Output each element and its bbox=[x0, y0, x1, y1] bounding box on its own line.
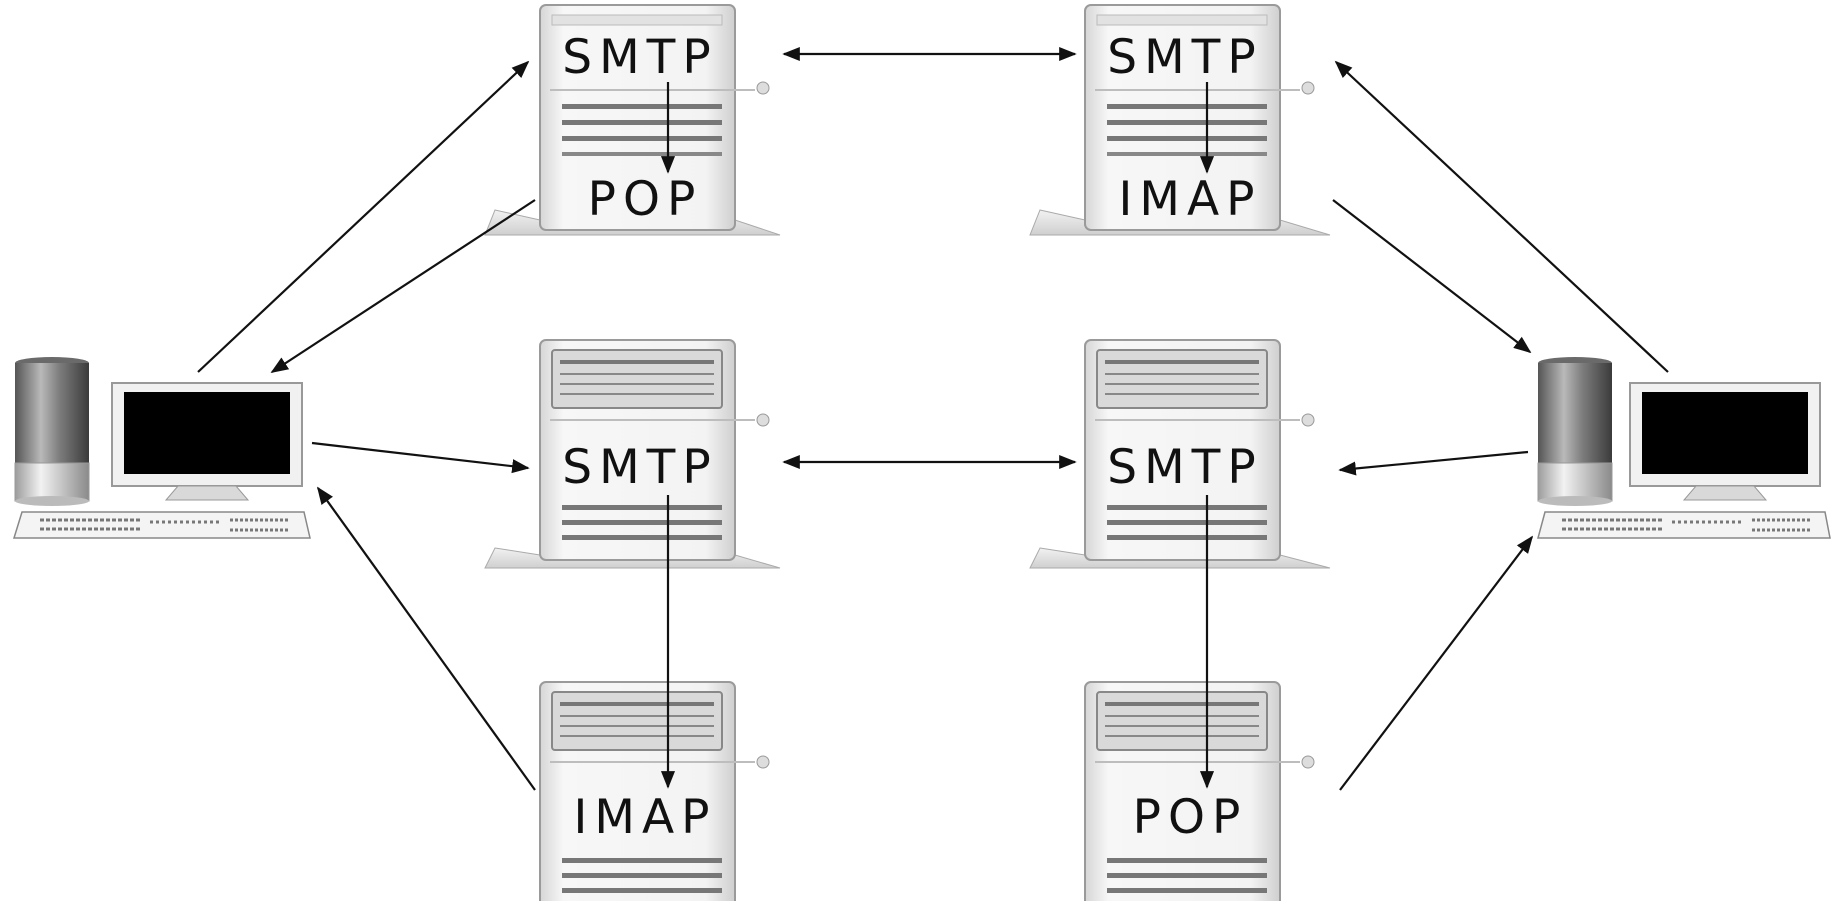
server-tower-icon bbox=[484, 339, 781, 569]
arrow-client-right-to-top-smtp bbox=[1334, 60, 1669, 373]
server-tower-icon bbox=[539, 681, 770, 906]
desktop-computer-icon bbox=[12, 357, 311, 539]
server-top-left bbox=[484, 4, 781, 236]
arrow-client-right-to-mid-smtp bbox=[1338, 450, 1529, 476]
server-tower-icon bbox=[1029, 4, 1331, 236]
client-left bbox=[12, 357, 311, 539]
server-bottom-right bbox=[1084, 681, 1315, 906]
server-tower-icon bbox=[1084, 681, 1315, 906]
server-tower-icon bbox=[1029, 339, 1331, 569]
server-bottom-left bbox=[539, 681, 770, 906]
arrow-top-pop-to-client-left bbox=[270, 199, 536, 373]
server-mid-right bbox=[1029, 339, 1331, 569]
client-right bbox=[1537, 357, 1831, 539]
arrow-bottom-imap-to-client-left bbox=[316, 486, 536, 791]
arrow-client-left-to-mid-smtp bbox=[311, 441, 530, 474]
server-top-right bbox=[1029, 4, 1331, 236]
desktop-computer-icon bbox=[1537, 357, 1831, 539]
server-tower-icon bbox=[484, 4, 781, 236]
arrow-bottom-pop-to-client-right bbox=[1339, 535, 1534, 791]
arrow-client-left-to-top-smtp bbox=[197, 60, 530, 373]
server-mid-left bbox=[484, 339, 781, 569]
arrow-top-imap-to-client-right bbox=[1332, 199, 1532, 354]
